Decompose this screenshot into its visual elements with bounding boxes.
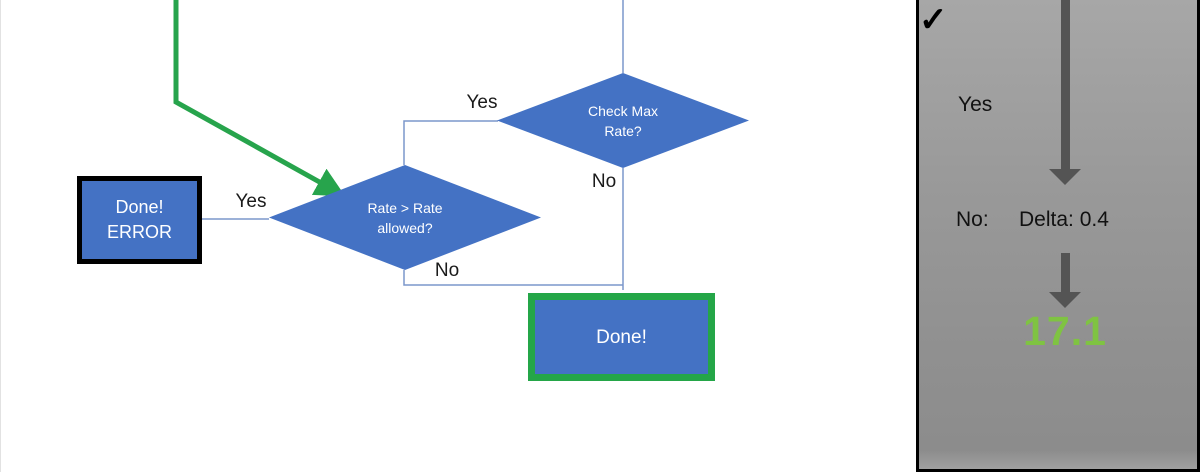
- done-error-box: Done! ERROR: [77, 176, 202, 264]
- done-label: Done!: [596, 326, 647, 348]
- side-annotation-panel: Yes No: Delta: 0.4 ✓ 17.1: [916, 0, 1200, 472]
- checkmark-icon: ✓: [919, 1, 948, 39]
- panel-no-label: No:: [956, 208, 989, 231]
- green-path-arrow: [173, 0, 346, 197]
- down-arrow-head-icon: [1049, 169, 1081, 185]
- label-no-rate: No: [434, 260, 460, 281]
- label-yes-check-max: Yes: [466, 92, 498, 113]
- down-arrow-icon: [1061, 253, 1070, 292]
- label-no-check-max: No: [591, 171, 617, 192]
- down-arrow-icon: [1061, 0, 1070, 169]
- connector-check-max-yes-to-rate: [403, 120, 498, 165]
- decision-check-max-rate-label: Check Max Rate?: [587, 102, 659, 139]
- label-yes-rate: Yes: [235, 191, 267, 212]
- done-error-label: Done! ERROR: [106, 197, 172, 242]
- decision-rate-allowed-label: Rate > Rate allowed?: [367, 199, 443, 236]
- panel-delta-value: Delta: 0.4: [1019, 208, 1109, 231]
- done-box: Done!: [528, 293, 715, 381]
- result-value: 17.1: [1023, 308, 1107, 354]
- connector-rate-no-to-done: [403, 270, 623, 286]
- down-arrow-head-icon: [1049, 292, 1081, 308]
- panel-yes-label: Yes: [958, 93, 993, 116]
